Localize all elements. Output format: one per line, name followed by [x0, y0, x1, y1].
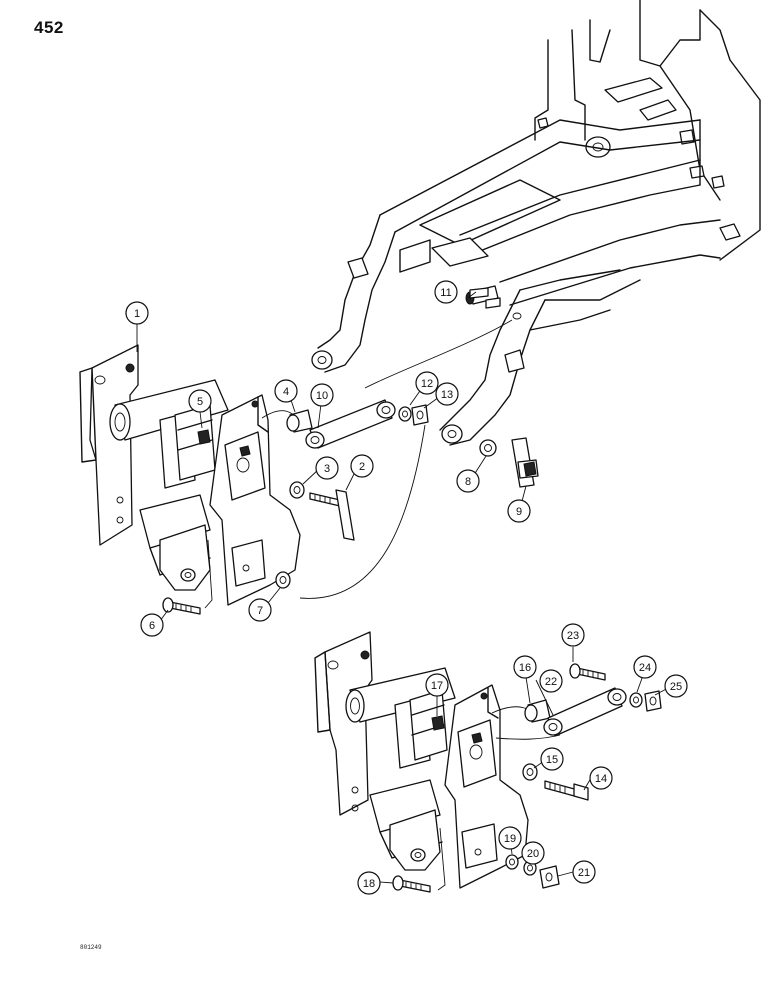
figure-code: 801249 — [80, 944, 102, 951]
callout-label: 21 — [578, 867, 590, 879]
callout-21: 21 — [572, 860, 596, 884]
callout-label: 2 — [359, 461, 365, 473]
callout-4: 4 — [274, 379, 298, 403]
callout-label: 10 — [316, 390, 328, 402]
hardware-parts-upper — [162, 287, 539, 615]
callout-label: 22 — [545, 676, 557, 688]
callout-24: 24 — [633, 655, 657, 679]
page-number: 452 — [34, 18, 64, 37]
callout-label: 7 — [257, 605, 263, 617]
callout-10: 10 — [310, 383, 334, 407]
callout-label: 3 — [324, 463, 330, 475]
callout-label: 8 — [465, 476, 471, 488]
callout-label: 19 — [504, 833, 516, 845]
callout-label: 12 — [421, 378, 433, 390]
callout-20: 20 — [521, 841, 545, 865]
callout-13: 13 — [435, 382, 459, 406]
callout-6: 6 — [140, 613, 164, 637]
callout-label: 23 — [567, 630, 579, 642]
callout-15: 15 — [540, 747, 564, 771]
callout-7: 7 — [248, 598, 272, 622]
callout-25: 25 — [664, 674, 688, 698]
callout-23: 23 — [561, 623, 585, 647]
attachment-bracket-upper — [79, 344, 301, 606]
callout-9: 9 — [507, 499, 531, 523]
callout-label: 25 — [670, 681, 682, 693]
callout-17: 17 — [425, 673, 449, 697]
callout-label: 11 — [440, 287, 451, 299]
callout-label: 9 — [516, 506, 522, 518]
callout-label: 13 — [441, 389, 453, 401]
attachment-bracket-lower — [314, 631, 529, 889]
callout-5: 5 — [188, 389, 212, 413]
callout-2: 2 — [350, 454, 374, 478]
callout-1: 1 — [125, 301, 149, 325]
callout-14: 14 — [589, 766, 613, 790]
callout-label: 5 — [197, 396, 203, 408]
callout-label: 17 — [431, 680, 443, 692]
callout-19: 19 — [498, 826, 522, 850]
callout-22: 22 — [539, 669, 563, 693]
hardware-parts-lower — [392, 663, 662, 893]
callout-11: 11 — [434, 280, 458, 304]
callout-label: 24 — [639, 662, 651, 674]
callout-label: 18 — [363, 878, 375, 890]
loader-frame — [311, 0, 761, 446]
callout-12: 12 — [415, 371, 439, 395]
callout-16: 16 — [513, 655, 537, 679]
callout-label: 4 — [283, 386, 289, 398]
callout-3: 3 — [315, 456, 339, 480]
callout-label: 20 — [527, 848, 539, 860]
callout-label: 15 — [546, 754, 558, 766]
callout-label: 16 — [519, 662, 531, 674]
callout-label: 6 — [149, 620, 155, 632]
callout-label: 14 — [595, 773, 607, 785]
callout-18: 18 — [357, 871, 381, 895]
callout-label: 1 — [134, 308, 140, 320]
callout-8: 8 — [456, 469, 480, 493]
